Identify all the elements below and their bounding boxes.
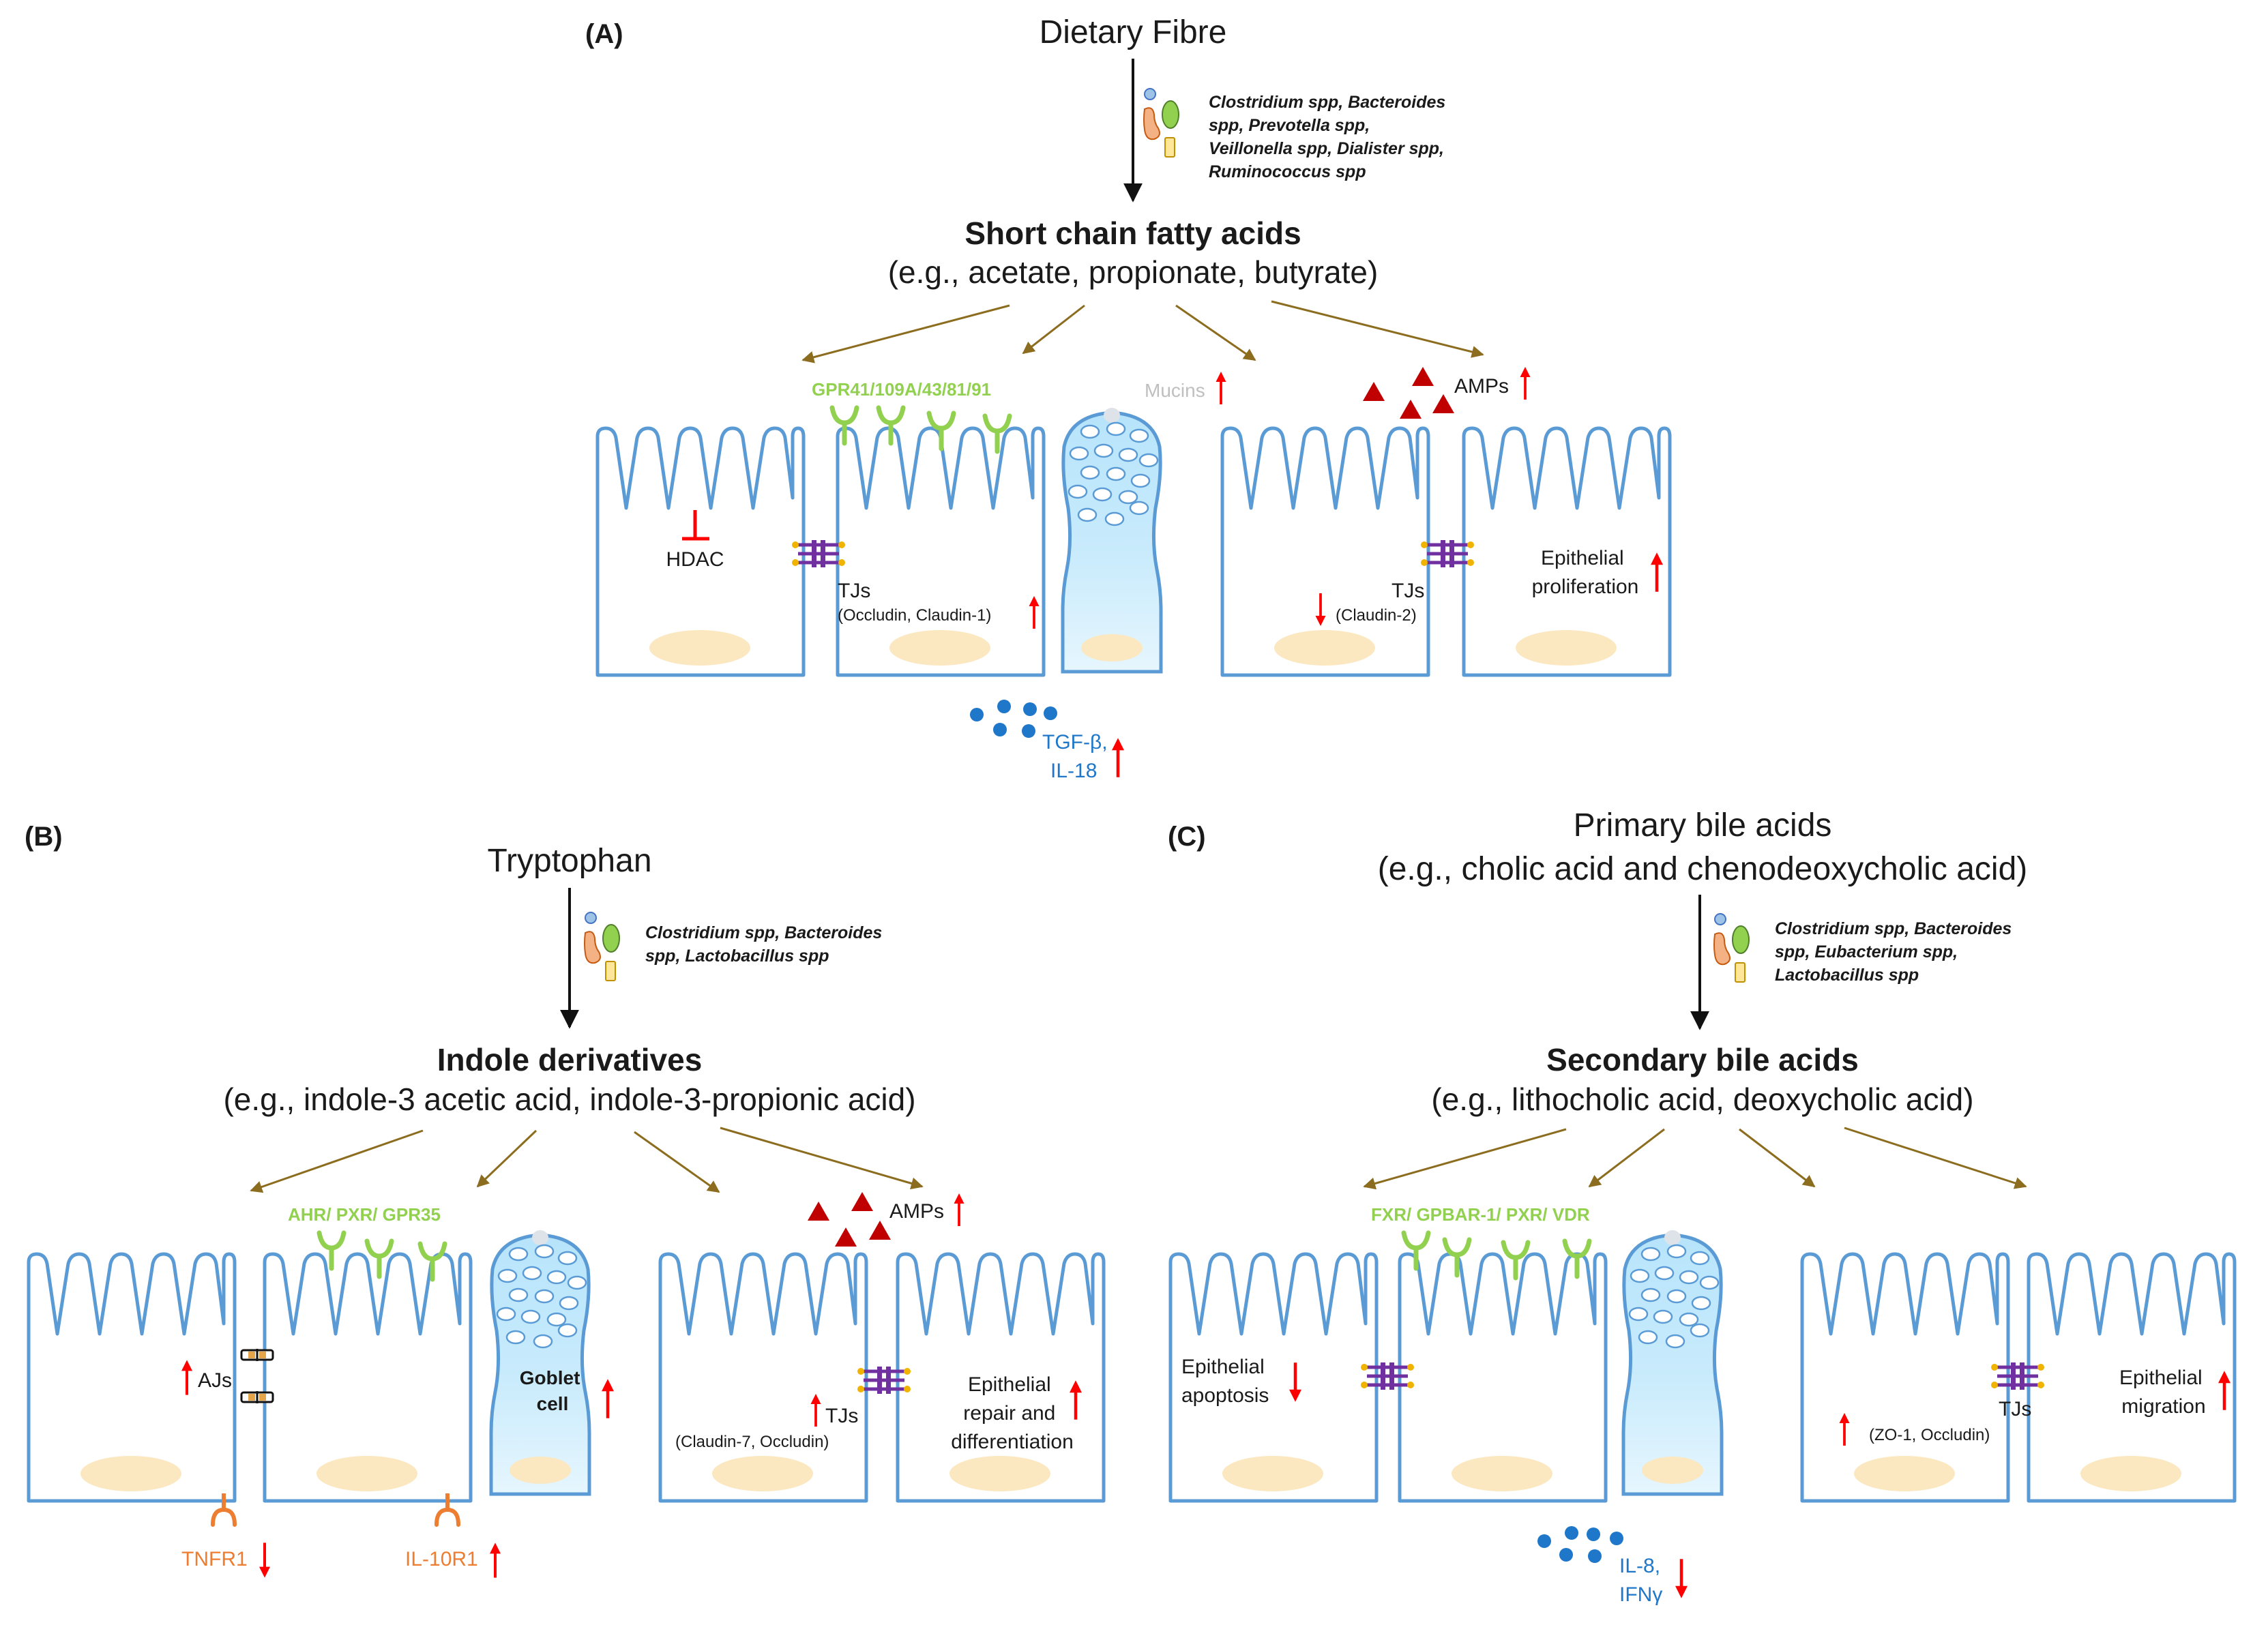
panel-a-tjs-2-label: TJs [1391, 580, 1424, 602]
panel-b-tjs-label: TJs [825, 1405, 858, 1427]
panel-b-repair-text: Epithelial repair and differentiation [951, 1373, 1074, 1453]
panel-a-effect-arrows [801, 300, 1484, 363]
panel-b-receptor-icons [319, 1233, 445, 1279]
panel-c: (C) Primary bile acids (e.g., cholic aci… [1168, 807, 2235, 1606]
panel-a-tjs-2-detail: (Claudin-2) [1336, 606, 1417, 625]
panel-a-tjs-1-detail: (Occludin, Claudin-1) [838, 606, 991, 625]
panel-a-proliferation-text: Epithelial proliferation [1532, 547, 1639, 598]
panel-b-product-examples: (e.g., indole-3 acetic acid, indole-3-pr… [223, 1082, 915, 1117]
panel-b-bacteria-icon [584, 912, 620, 981]
panel-b-letter: (B) [25, 822, 63, 852]
panel-a-amp-triangles [1363, 367, 1454, 419]
panel-b-tnfr1-down-arrow [259, 1542, 270, 1577]
panel-a-product-examples: (e.g., acetate, propionate, butyrate) [888, 254, 1379, 290]
panel-c-source: Primary bile acids [1574, 807, 1832, 844]
panel-b-tjs-detail: (Claudin-7, Occludin) [675, 1433, 829, 1451]
panel-a-tj-icon-2 [1421, 540, 1474, 567]
panel-b-il10r1-up-arrow [490, 1542, 501, 1577]
panel-b-source: Tryptophan [487, 843, 651, 879]
panel-b-effect-arrows [250, 1127, 924, 1193]
panel-b-amps-up-arrow [952, 1192, 966, 1227]
panel-a-letter: (A) [585, 19, 623, 49]
panel-b-receptors-label: AHR/ PXR/ GPR35 [288, 1204, 441, 1225]
panel-a-cytokines-label: TGF-β, IL-18 [1042, 731, 1113, 782]
panel-b-bacteria-list: Clostridium spp, Bacteroides spp, Lactob… [645, 923, 887, 966]
panel-b-product-title: Indole derivatives [437, 1042, 703, 1077]
panel-b-il10r1-label: IL-10R1 [405, 1548, 478, 1570]
panel-c-bacteria-icon [1713, 913, 1750, 983]
panel-c-apoptosis-text: Epithelial apoptosis [1181, 1356, 1270, 1407]
panel-c-product-examples: (e.g., lithocholic acid, deoxycholic aci… [1431, 1082, 1973, 1117]
panel-c-tj-icon-1 [1361, 1362, 1414, 1390]
panel-b-amps-label: AMPs [889, 1200, 944, 1223]
panel-a-hdac-inhibition-icon [682, 510, 709, 541]
panel-a-mucins-up-arrow [1214, 370, 1228, 406]
panel-a-amps-label: AMPs [1454, 375, 1509, 398]
panel-c-tjs-label: TJs [1999, 1398, 2031, 1420]
panel-c-tj-icon-2 [1991, 1362, 2044, 1390]
panel-c-source-examples: (e.g., cholic acid and chenodeoxycholic … [1378, 851, 2028, 887]
panel-a-tjs-1-label: TJs [838, 580, 870, 602]
panel-c-bacteria-list: Clostridium spp, Bacteroides spp, Eubact… [1775, 919, 2016, 985]
panel-c-product-title: Secondary bile acids [1546, 1042, 1859, 1077]
panel-a-cytokines-up-arrow [1112, 738, 1124, 777]
panel-c-cytokine-dots [1537, 1526, 1623, 1563]
panel-b-goblet-up-arrow [602, 1379, 614, 1418]
panel-c-cytokines-label: IL-8, IFNγ [1619, 1555, 1666, 1606]
panel-a-source: Dietary Fibre [1040, 14, 1227, 50]
panel-b-tj-icon [857, 1367, 911, 1394]
panel-a-epithelium [598, 408, 1670, 675]
panel-b: (B) Tryptophan Clostridium spp, Bacteroi… [25, 822, 1104, 1578]
panel-a-tj-icon-1 [792, 540, 845, 567]
panel-a-cytokine-dots [970, 700, 1057, 738]
panel-b-goblet-text: Goblet cell [520, 1367, 585, 1414]
panel-b-amp-triangles [808, 1192, 891, 1247]
panel-b-tnfr1-label: TNFR1 [181, 1548, 248, 1570]
panel-b-epithelium [29, 1230, 1104, 1501]
panel-c-epithelium [1170, 1230, 2235, 1501]
panel-c-receptors-label: FXR/ GPBAR-1/ PXR/ VDR [1371, 1204, 1590, 1225]
panel-a: (A) Dietary Fibre Clostridium spp, Bacte… [585, 14, 1670, 782]
panel-c-effect-arrows [1363, 1127, 2027, 1190]
panel-a-bacteria-list: Clostridium spp, Bacteroides spp, Prevot… [1209, 93, 1450, 181]
panel-b-aj-icon-2 [240, 1390, 274, 1405]
panel-a-mucins-label: Mucins [1145, 380, 1205, 401]
panel-a-receptors-label: GPR41/109A/43/81/91 [812, 379, 991, 400]
panel-c-letter: (C) [1168, 822, 1206, 852]
panel-a-bacteria-icon [1143, 88, 1179, 158]
panel-a-amps-up-arrow [1518, 366, 1532, 401]
panel-c-tjs-detail: (ZO-1, Occludin) [1869, 1426, 1990, 1444]
panel-b-ajs-label: AJs [198, 1369, 232, 1392]
panel-a-hdac-label: HDAC [666, 548, 724, 571]
panel-a-product-title: Short chain fatty acids [964, 215, 1301, 251]
panel-b-aj-icon-1 [240, 1347, 274, 1362]
panel-c-migration-text: Epithelial migration [2119, 1367, 2208, 1418]
panel-c-cytokines-down-arrow [1675, 1559, 1688, 1598]
